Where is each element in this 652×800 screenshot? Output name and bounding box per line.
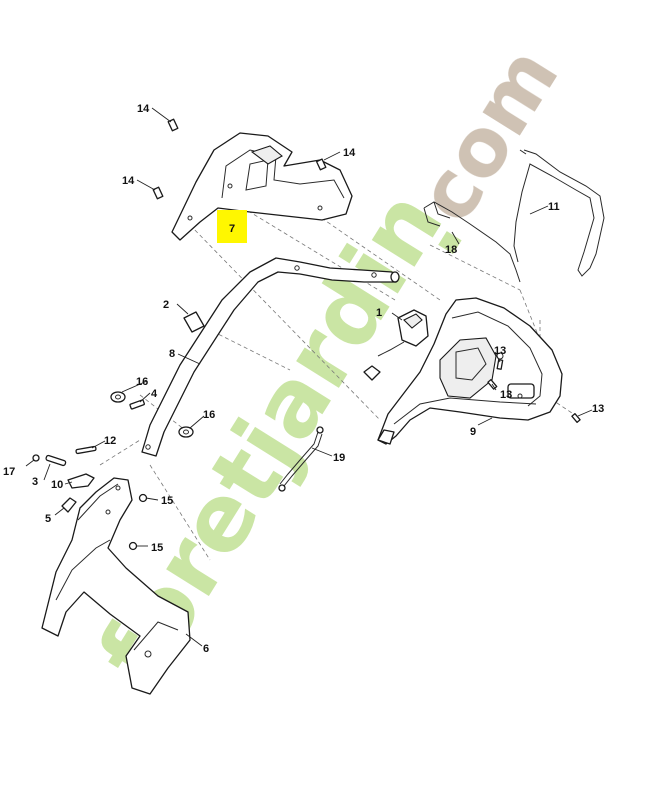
screw-13-a (496, 359, 504, 370)
part-17-clip (32, 454, 40, 462)
callout-5[interactable]: 5 (45, 513, 51, 525)
callout-14-right[interactable]: 14 (343, 147, 356, 159)
callout-15-b[interactable]: 15 (151, 542, 163, 554)
part-2-grommet (183, 311, 205, 333)
callout-12[interactable]: 12 (104, 435, 116, 447)
callout-11[interactable]: 11 (548, 201, 560, 213)
part-9-handle-frame (377, 297, 563, 445)
callout-2[interactable]: 2 (163, 299, 169, 311)
callout-1[interactable]: 1 (376, 307, 382, 319)
callout-16-b[interactable]: 16 (203, 409, 215, 421)
callout-9[interactable]: 9 (470, 426, 476, 438)
screw-13-c (571, 413, 581, 423)
highlight-box (217, 210, 247, 243)
part-12-bolt (75, 445, 97, 455)
part-1-throttle-control (363, 309, 429, 381)
highlight-part-7[interactable]: 7 (217, 210, 247, 243)
part-10-lever (67, 473, 95, 489)
callout-10[interactable]: 10 (51, 479, 63, 491)
callouts: 14 14 14 2 8 16 4 16 12 17 3 10 5 15 15 … (3, 103, 604, 655)
callout-17[interactable]: 17 (3, 466, 15, 478)
callout-15-a[interactable]: 15 (161, 495, 173, 507)
part-6-lower-frame (41, 477, 191, 695)
callout-18[interactable]: 18 (445, 244, 457, 256)
leader-lines (25, 107, 593, 647)
assembly-lines (99, 199, 576, 561)
callout-19[interactable]: 19 (333, 452, 345, 464)
callout-7: 7 (229, 223, 235, 235)
callout-3[interactable]: 3 (32, 476, 38, 488)
screw-14-right (315, 158, 327, 171)
callout-6[interactable]: 6 (203, 643, 209, 655)
callout-16-a[interactable]: 16 (136, 376, 148, 388)
callout-13-a[interactable]: 13 (494, 345, 506, 357)
callout-13-b[interactable]: 13 (500, 389, 512, 401)
part-7-console-cover (171, 132, 353, 241)
part-8-handle-bar (141, 257, 400, 457)
part-16-washer-a (110, 391, 126, 403)
callout-14-left[interactable]: 14 (122, 175, 135, 187)
part-3-pin (45, 454, 67, 467)
part-19-cable (278, 426, 324, 492)
part-4-bolt (129, 399, 145, 410)
part-18-lever-rod (423, 201, 521, 283)
screw-15-b (128, 541, 138, 551)
callout-4[interactable]: 4 (151, 388, 158, 400)
screw-14-left (152, 186, 164, 200)
part-11-bail-wire (513, 149, 605, 277)
callout-13-c[interactable]: 13 (592, 403, 604, 415)
callout-14-top[interactable]: 14 (137, 103, 150, 115)
part-5-spring (61, 497, 77, 513)
callout-8[interactable]: 8 (169, 348, 175, 360)
part-16-washer-b (178, 426, 194, 438)
screw-15-a (138, 493, 148, 503)
